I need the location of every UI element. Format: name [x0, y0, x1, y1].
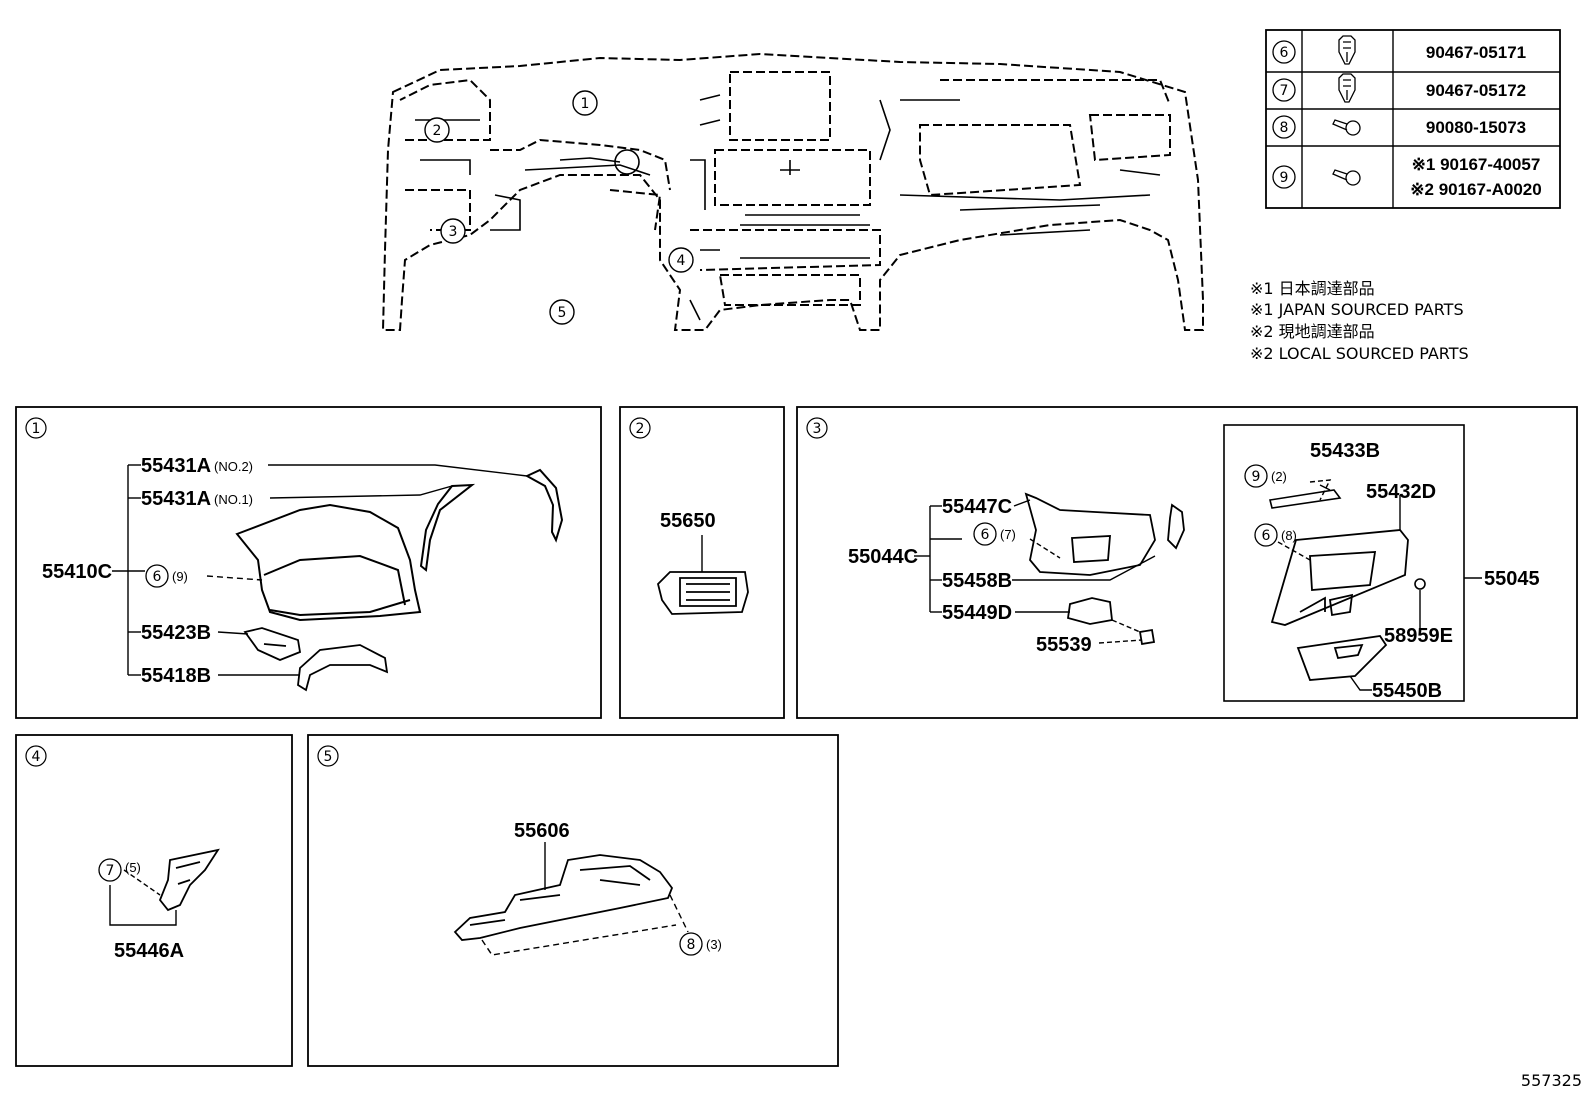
sub-assembly-box	[1223, 424, 1465, 702]
detail-panel-4: 4 7 (5) 55446A	[15, 734, 293, 1067]
switch-bezel-drawing	[657, 571, 749, 615]
part-label-58959E: 58959E	[1384, 625, 1453, 647]
table-row: 8 90080-15073	[1272, 115, 1526, 139]
part-label-55650: 55650	[660, 510, 716, 532]
part-label-55450B: 55450B	[1372, 680, 1442, 702]
clip-callout-6: 6	[981, 527, 990, 543]
clip-qty: (9)	[172, 569, 188, 584]
clip-qty: (5)	[125, 860, 141, 875]
part-label-55449D: 55449D	[942, 602, 1012, 624]
overview-callout-4: 4	[668, 247, 694, 273]
part-label-55539: 55539	[1036, 634, 1092, 656]
part-label-55431A-no2: 55431A	[141, 455, 211, 477]
label-text: 90467-05171	[1426, 43, 1526, 62]
table-row: 9 ※1 90167-40057 ※2 90167-A0020	[1272, 155, 1542, 199]
screw-qty: (2)	[1271, 469, 1287, 484]
lower-panel-drawing	[1024, 492, 1185, 576]
sourcing-notes: ※1 日本調達部品 ※1 JAPAN SOURCED PARTS ※2 現地調達…	[1250, 279, 1469, 363]
detail-panel-5: 5 55606 8 (3)	[307, 734, 839, 1067]
clip-callout-6: 6	[1262, 528, 1271, 544]
part-note-no1: (NO.1)	[214, 492, 253, 507]
label-text: ※2 LOCAL SOURCED PARTS	[1250, 344, 1469, 363]
part-label-55447C: 55447C	[942, 496, 1012, 518]
diagram-number: 557325	[1521, 1071, 1582, 1090]
panel-number: 2	[636, 421, 645, 437]
label-text: ※2 現地調達部品	[1250, 322, 1375, 341]
label-text: 90467-05172	[1426, 81, 1526, 100]
label-text: ※2 90167-A0020	[1410, 180, 1541, 199]
leader-lines	[112, 464, 528, 676]
screw-icon	[1332, 169, 1361, 186]
upper-trim-no1-drawing	[419, 483, 476, 572]
screw-icon	[1332, 119, 1361, 136]
damper-drawing	[1269, 489, 1426, 590]
label-text: 8	[1280, 120, 1289, 136]
label-text: ※1 90167-40057	[1412, 155, 1541, 174]
instrument-panel-overview	[381, 52, 1204, 331]
overview-callout-5: 5	[549, 299, 575, 325]
screw-callout-8: 8	[687, 937, 696, 953]
overview-internal-structure	[415, 94, 1161, 321]
label-text: ※1 JAPAN SOURCED PARTS	[1250, 300, 1464, 319]
part-label-55458B: 55458B	[942, 570, 1012, 592]
clip-callout-6: 6	[153, 569, 162, 585]
panel-number: 1	[32, 421, 41, 437]
overview-callout-3: 3	[440, 218, 466, 244]
label-text: 5	[558, 305, 567, 321]
table-row: 7 90467-05172	[1272, 73, 1526, 103]
glove-box-drawing	[1270, 529, 1409, 681]
detail-panel-1: 1	[15, 406, 602, 719]
part-label-55433B: 55433B	[1310, 440, 1380, 462]
meter-hood-drawing	[235, 503, 422, 622]
overview-callouts: 1 2 3 4 5	[424, 90, 694, 325]
clip-callout-7: 7	[106, 863, 115, 879]
label-text: 2	[433, 123, 442, 139]
clip-qty: (8)	[1281, 528, 1297, 543]
side-panel-drawing	[158, 848, 220, 912]
screw-qty: (3)	[706, 937, 722, 952]
under-cover-drawing	[453, 854, 674, 941]
label-text: 1	[581, 96, 590, 112]
label-text: 3	[449, 224, 458, 240]
detail-panel-2: 2 55650	[619, 406, 785, 719]
screw-callout-9: 9	[1252, 469, 1261, 485]
part-note-no2: (NO.2)	[214, 459, 253, 474]
part-label-55045: 55045	[1484, 568, 1540, 590]
label-text: 9	[1280, 170, 1289, 186]
switch-base-drawing	[243, 627, 302, 661]
part-label-55432D: 55432D	[1366, 481, 1436, 503]
panel-number: 4	[32, 749, 41, 765]
detail-panel-3: 3	[796, 406, 1578, 719]
leader-lines	[109, 869, 177, 926]
label-text: 7	[1280, 83, 1289, 99]
label-text: 90080-15073	[1426, 118, 1526, 137]
clip-icon	[1338, 73, 1356, 103]
part-label-55410C: 55410C	[42, 561, 112, 583]
part-label-55044C: 55044C	[848, 546, 918, 568]
part-label-55431A-no1: 55431A	[141, 488, 211, 510]
clip-qty: (7)	[1000, 527, 1016, 542]
fastener-table: 6 90467-05171 7 90467-05172 8 90080-1507	[1265, 29, 1561, 209]
panel-number: 3	[813, 421, 822, 437]
part-label-55606: 55606	[514, 820, 570, 842]
clip-icon	[1338, 35, 1356, 65]
upper-trim-no2-drawing	[524, 468, 564, 543]
part-label-55446A: 55446A	[114, 940, 184, 962]
lower-cover-drawing	[297, 644, 389, 692]
leader-lines	[914, 479, 1482, 691]
label-text: 6	[1280, 45, 1289, 61]
leader-lines	[481, 842, 689, 956]
part-label-55423B: 55423B	[141, 622, 211, 644]
label-text: ※1 日本調達部品	[1250, 279, 1375, 298]
panel-number: 5	[324, 749, 333, 765]
label-text: 4	[677, 253, 686, 269]
part-label-55418B: 55418B	[141, 665, 211, 687]
overview-callout-1: 1	[572, 90, 598, 116]
table-row: 6 90467-05171	[1272, 35, 1526, 65]
overview-callout-2: 2	[424, 117, 450, 143]
